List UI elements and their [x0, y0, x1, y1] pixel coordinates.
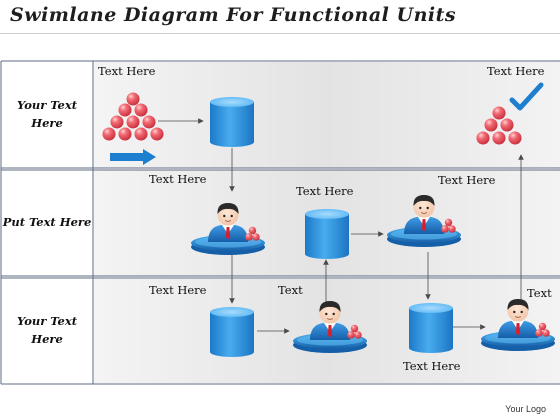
lane-1-area — [94, 62, 560, 168]
lane-grid — [0, 60, 560, 385]
text-label: Text — [278, 283, 303, 297]
logo-text: Your Logo — [505, 404, 546, 414]
lane-1-label-line1: Your Text — [16, 98, 78, 113]
lane-1-label-line2: Here — [31, 116, 63, 130]
text-label: Text Here — [296, 184, 354, 198]
database-icon — [409, 303, 453, 353]
text-label: Text Here — [149, 283, 207, 297]
text-label: Text — [527, 286, 552, 300]
text-label: Text Here — [438, 173, 496, 187]
text-label: Text Here — [487, 64, 545, 78]
database-icon — [305, 209, 349, 259]
diagram-title: Swimlane Diagram For Functional Units — [10, 4, 457, 26]
title-divider — [0, 33, 560, 34]
lane-3-label-line2: Here — [31, 332, 63, 346]
checkmark-icon — [509, 82, 544, 111]
text-label: Text Here — [403, 359, 461, 373]
database-icon — [210, 307, 254, 357]
text-label: Text Here — [98, 64, 156, 78]
database-icon — [210, 97, 254, 147]
direction-arrow-icon — [110, 149, 156, 165]
lane-3-label-line1: Your Text — [16, 314, 78, 329]
flow-connectors — [229, 148, 524, 334]
text-label: Text Here — [149, 172, 207, 186]
lane-2-label-line1: Put Text Here — [2, 215, 92, 230]
lane-2-label: Put Text Here — [1, 170, 93, 276]
